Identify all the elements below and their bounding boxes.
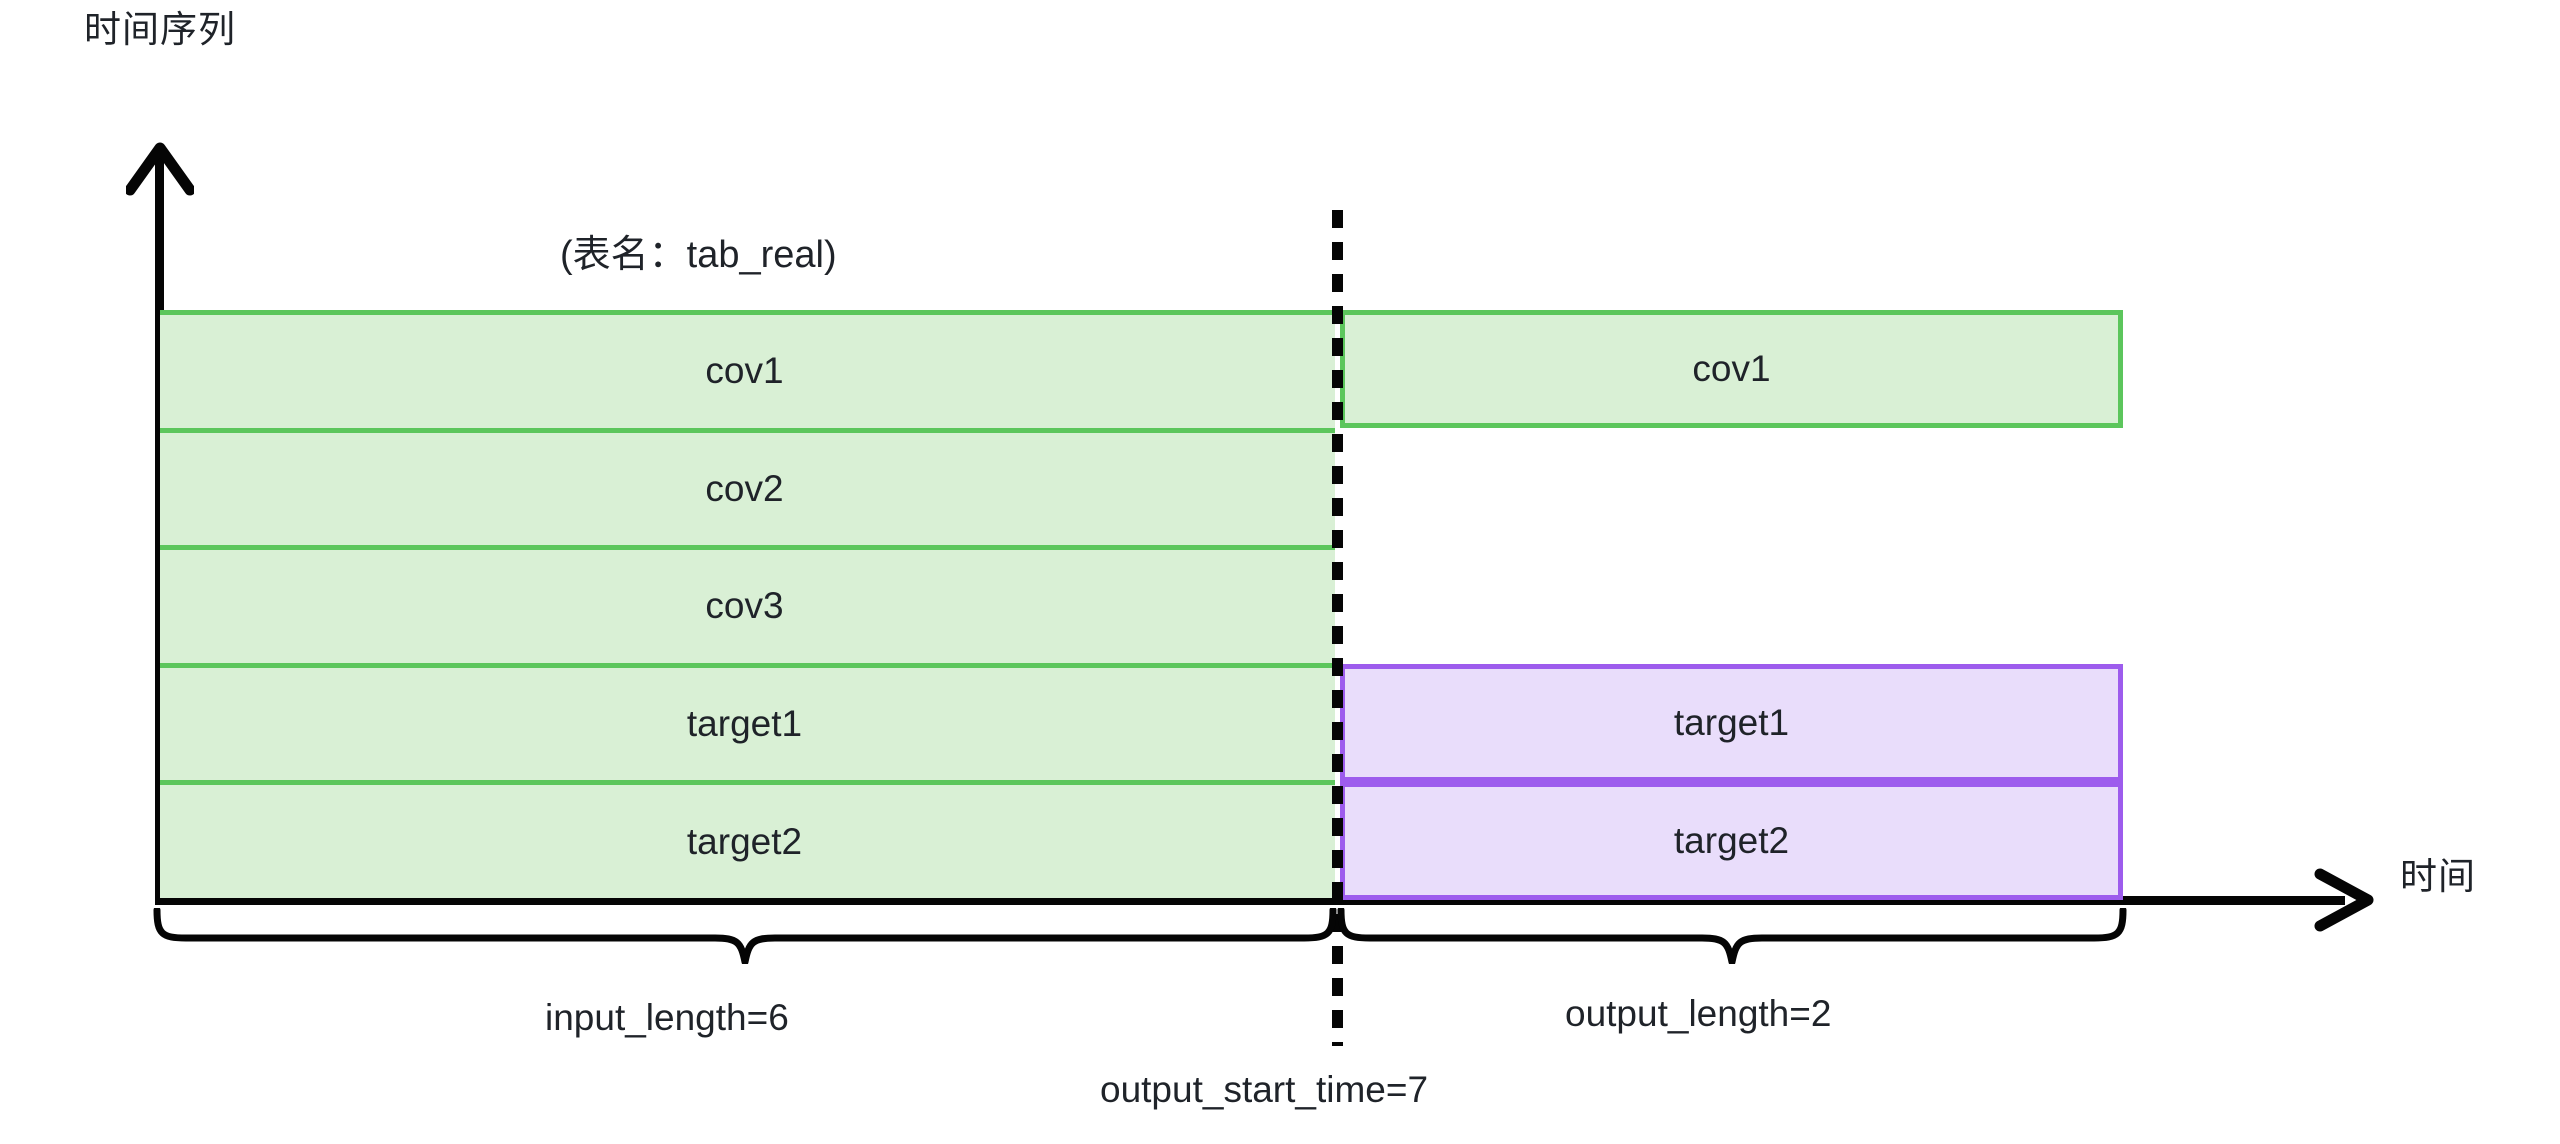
history-row-cov1: cov1 (160, 310, 1335, 428)
page-title: 时间序列 (84, 9, 236, 50)
history-row-label: cov1 (705, 350, 784, 392)
forecast-box-label: cov1 (1692, 348, 1771, 389)
output-length-brace (1337, 908, 2127, 964)
arrow-right-icon (2314, 868, 2374, 932)
history-row-label: cov3 (705, 585, 784, 627)
forecast-box-target2: target2 (1340, 782, 2123, 900)
table-name-caption: (表名：tab_real) (560, 234, 837, 276)
input-length-label: input_length=6 (545, 997, 789, 1038)
arrow-up-icon (126, 142, 194, 196)
history-row-cov2: cov2 (160, 427, 1335, 546)
history-block: cov1 cov2 cov3 target1 target2 (160, 310, 1335, 898)
y-axis-line (155, 152, 164, 904)
forecast-box-target1: target1 (1340, 664, 2123, 782)
output-start-divider-line (1332, 210, 1343, 1046)
history-row-label: target1 (686, 703, 803, 745)
forecast-box-label: target1 (1673, 702, 1790, 743)
forecast-box-label: target2 (1673, 820, 1790, 861)
forecast-box-cov1: cov1 (1340, 310, 2123, 428)
history-row-target2: target2 (160, 780, 1335, 898)
history-row-label: target2 (686, 820, 803, 862)
history-row-target1: target1 (160, 662, 1335, 781)
history-row-label: cov2 (705, 467, 784, 509)
history-row-cov3: cov3 (160, 545, 1335, 663)
output-start-time-label: output_start_time=7 (1100, 1069, 1429, 1110)
input-length-brace (153, 908, 1337, 964)
x-axis-line (155, 896, 2345, 905)
x-axis-label: 时间 (2400, 856, 2476, 897)
output-length-label: output_length=2 (1565, 993, 1832, 1034)
